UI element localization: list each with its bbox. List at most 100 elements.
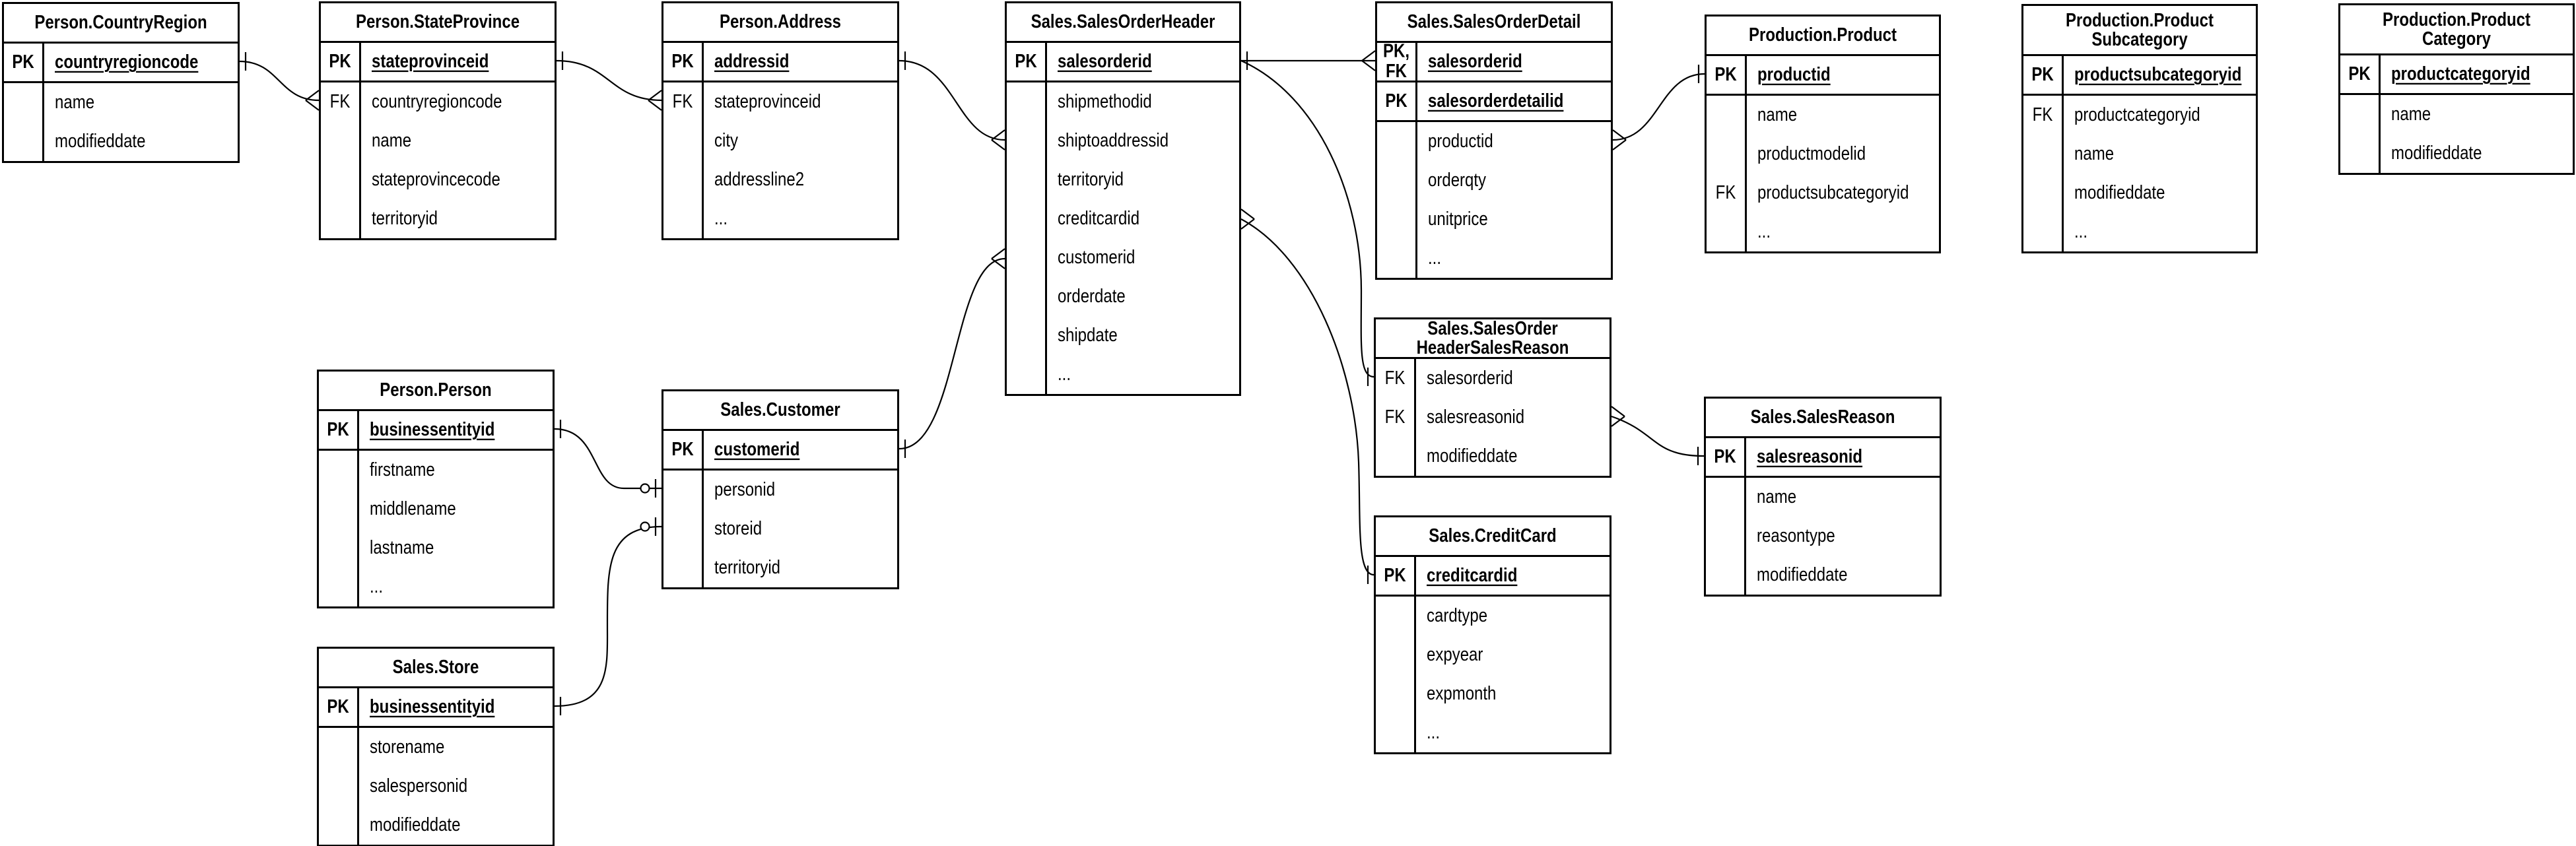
key-label: FK <box>672 90 693 112</box>
key-column <box>319 451 359 606</box>
key-column <box>663 471 704 587</box>
key-label <box>1007 82 1045 121</box>
key-label <box>2023 212 2062 251</box>
cardinality-many-marker <box>1361 50 1376 71</box>
column-name: ... <box>370 575 384 597</box>
key-column: FK <box>1707 96 1747 251</box>
key-column <box>4 83 44 161</box>
key-label <box>663 471 702 509</box>
connector-salesorderheader-headersalesreason <box>1240 59 1374 378</box>
column-name: unitprice <box>1428 208 1488 230</box>
key-label: FK <box>1715 181 1736 203</box>
key-label <box>1706 517 1744 556</box>
connector-countryregion-stateprovince <box>239 60 320 102</box>
column-name: storeid <box>714 517 763 539</box>
key-column: FK <box>663 82 704 238</box>
column-name: territoryid <box>372 207 438 229</box>
connector-store-customer <box>554 525 662 707</box>
cardinality-zero_one-marker <box>640 517 657 536</box>
column-name: salesreasonid <box>1427 406 1525 428</box>
column-name: name <box>2074 143 2115 164</box>
table-title: Sales.Store <box>319 649 553 688</box>
primary-key-column-name: productid <box>1757 63 1831 85</box>
cardinality-many-marker <box>991 248 1005 269</box>
key-label: FK <box>1384 406 1406 428</box>
key-label <box>2023 135 2062 174</box>
key-label <box>319 490 357 529</box>
column-name: countryregioncode <box>372 90 502 112</box>
key-label: PK <box>663 43 704 81</box>
column-name: lastname <box>370 537 434 558</box>
table-title-line: Sales.Store <box>392 657 479 678</box>
key-column <box>1377 122 1417 278</box>
primary-key-column-name: salesorderid <box>1428 50 1522 72</box>
table-title-line: Sales.SalesOrder <box>1427 317 1558 339</box>
key-column: FK <box>321 82 361 238</box>
table-title-line: Person.StateProvince <box>355 11 520 33</box>
cardinality-many-marker <box>305 90 320 111</box>
column-name: name <box>2391 103 2431 125</box>
key-label: PK <box>663 431 704 469</box>
primary-key-column-name: businessentityid <box>370 696 495 717</box>
key-label: FK <box>329 90 351 112</box>
column-name: addressline2 <box>714 168 805 190</box>
key-label <box>319 728 357 767</box>
key-label <box>1007 355 1045 394</box>
key-label <box>1377 122 1415 161</box>
connector-person-customer <box>554 428 661 490</box>
primary-key-column-name: salesreasonid <box>1757 445 1863 467</box>
column-name: productsubcategoryid <box>1757 181 1909 203</box>
key-label <box>1007 277 1045 316</box>
column-name: modifieddate <box>2391 142 2482 164</box>
column-name: stateprovincecode <box>372 168 500 190</box>
column-name: productcategoryid <box>2074 104 2200 125</box>
key-label: PK <box>1707 56 1747 94</box>
column-name: name <box>55 91 95 113</box>
key-label: PK <box>1377 82 1417 120</box>
key-label <box>1007 121 1045 160</box>
key-label <box>663 199 702 238</box>
column-name: expmonth <box>1427 682 1497 704</box>
column-name: shiptoaddressid <box>1058 129 1169 151</box>
table-title-line: Production.Product <box>2383 9 2530 30</box>
column-name: productmodelid <box>1757 143 1866 164</box>
key-column <box>2340 95 2381 173</box>
column-name: ... <box>1427 721 1441 743</box>
cardinality-zero_one-marker <box>640 479 657 498</box>
cardinality-many-marker <box>1612 129 1627 150</box>
primary-key-column-name: productsubcategoryid <box>2074 63 2242 85</box>
column-name: personid <box>714 478 776 500</box>
column-name: territoryid <box>1058 168 1124 190</box>
connector-product-salesorderdetail <box>1612 73 1705 141</box>
table-title-line: Production.Product <box>2066 9 2214 31</box>
column-name: orderqty <box>1428 169 1487 191</box>
cardinality-many-marker <box>648 90 662 111</box>
key-label <box>2340 134 2379 173</box>
column-name: reasontype <box>1757 525 1835 546</box>
column-list: name modifieddate <box>44 83 238 161</box>
key-label <box>663 548 702 587</box>
column-name: modifieddate <box>55 130 146 152</box>
column-name: orderdate <box>1058 285 1126 307</box>
key-label <box>2023 174 2062 212</box>
primary-key-column-name: productcategoryid <box>2391 63 2530 84</box>
column-name: storename <box>370 736 445 758</box>
